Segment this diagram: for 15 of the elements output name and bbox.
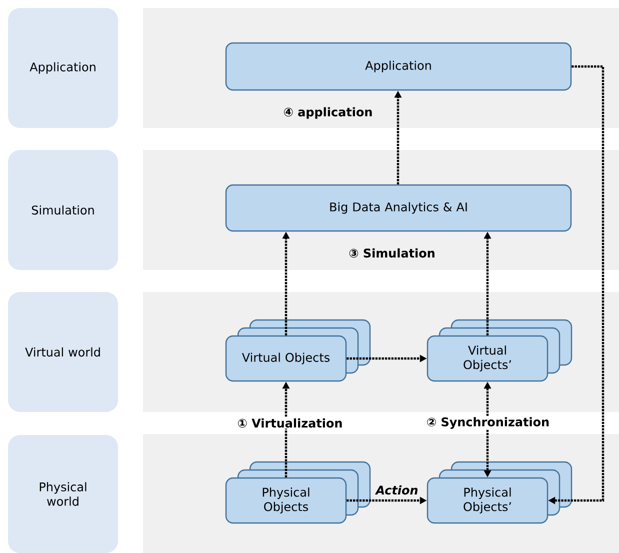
edge-label: ① Virtualization	[238, 418, 342, 428]
process-box: Application	[225, 42, 572, 91]
edge-label: Action	[374, 485, 418, 495]
edge-label: ② Synchronization	[427, 417, 549, 429]
object-stack: Physical Objects’	[426, 461, 572, 524]
layer-label: Application	[8, 8, 118, 128]
layer-label: Virtual world	[8, 292, 118, 412]
object-stack: Virtual Objects	[225, 319, 371, 382]
layer-label: Physical world	[8, 435, 118, 553]
stage-label: ③ Simulation	[349, 248, 434, 258]
object-stack: Virtual Objects’	[426, 319, 572, 382]
edge-label: ④ application	[284, 107, 372, 119]
process-box: Big Data Analytics & AI	[225, 184, 572, 232]
layer-label: Simulation	[8, 150, 118, 270]
object-stack: Physical Objects	[225, 461, 371, 524]
